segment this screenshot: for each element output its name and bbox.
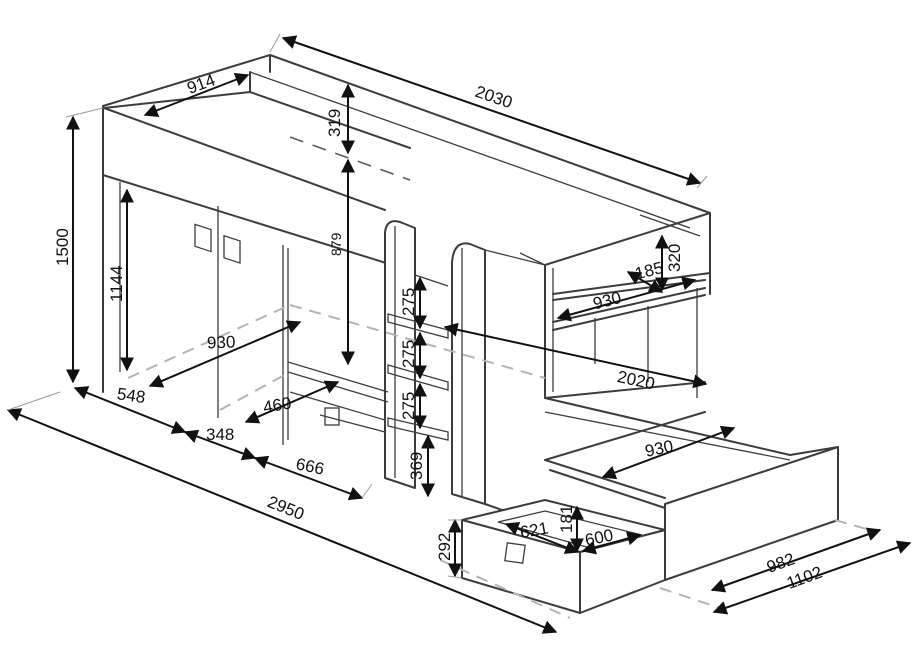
dimension-lines [6,33,912,634]
label-348: 348 [206,425,234,444]
label-621: 621 [518,518,549,542]
label-369: 369 [407,452,426,480]
dim-line-2950 [6,408,558,634]
label-914: 914 [185,70,218,98]
dim-line-930-lower [601,425,736,480]
dim-line-1102 [712,540,912,615]
dim-line-600 [581,531,642,555]
dim-line-621 [504,522,580,554]
dim-line-930-shelf [556,276,697,322]
label-930-shelf: 930 [591,288,623,313]
label-879: 879 [328,232,344,256]
label-1500: 1500 [53,228,72,266]
label-1144: 1144 [107,265,126,302]
label-292: 292 [435,533,454,561]
label-319: 319 [325,109,344,137]
label-275-top: 275 [399,288,418,316]
label-930-lower: 930 [643,436,675,460]
dim-line-930-left [148,320,302,388]
label-2030: 2030 [473,82,515,112]
label-181: 181 [557,505,576,533]
label-275-bot: 275 [399,392,418,420]
dim-line-2030 [281,35,702,186]
label-275-mid: 275 [399,340,418,368]
label-460: 460 [262,393,293,417]
label-548: 548 [116,384,147,407]
label-320: 320 [665,244,684,272]
dim-line-914 [143,73,250,117]
label-930-left: 930 [207,332,236,352]
dim-line-2020 [443,322,708,389]
label-2950: 2950 [265,492,307,524]
